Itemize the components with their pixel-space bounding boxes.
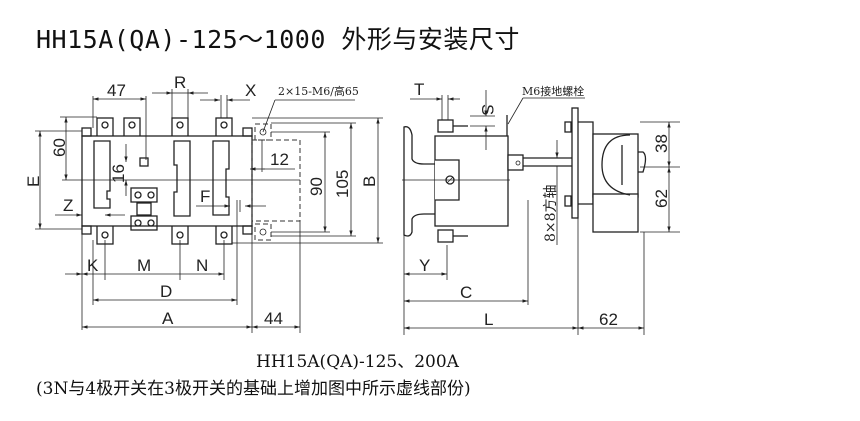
model-caption: HH15A(QA)-125、200A <box>256 352 459 372</box>
dim-N: N <box>196 256 208 275</box>
dim-C: C <box>460 283 472 302</box>
door-flange <box>571 107 579 219</box>
dim-47: 47 <box>107 81 126 100</box>
dim-38: 38 <box>652 134 671 153</box>
dim-44: 44 <box>264 309 283 328</box>
terminals-bottom <box>96 224 233 245</box>
dim-A: A <box>162 309 174 328</box>
dim-Y: Y <box>419 256 430 275</box>
dim-105: 105 <box>333 170 352 198</box>
dim-16: 16 <box>109 164 128 183</box>
handle-box <box>592 133 639 198</box>
dim-F: F <box>200 187 210 206</box>
pole-1 <box>93 140 111 209</box>
dim-62-horizontal: 62 <box>599 310 618 329</box>
dim-T: T <box>414 80 424 99</box>
ground-bolt-note: M6接地螺栓 <box>522 84 584 98</box>
dim-K: K <box>87 256 99 275</box>
base-plate <box>403 126 437 237</box>
dim-90: 90 <box>307 177 326 196</box>
mount-note: 2×15-M6/高65 <box>278 84 359 98</box>
dim-R: R <box>174 73 186 92</box>
drawing-title: HH15A(QA)-125～1000 外形与安装尺寸 <box>36 25 520 54</box>
dim-L: L <box>484 310 493 329</box>
dim-X: X <box>245 81 256 100</box>
dim-B: B <box>360 176 379 187</box>
dim-12: 12 <box>270 150 289 169</box>
dim-M: M <box>137 256 151 275</box>
front-view: 47 R X 2×15-M6/高65 60 E 16 12 90 105 B Z… <box>24 73 383 333</box>
dim-Z: Z <box>63 196 73 215</box>
pole-2 <box>173 140 191 217</box>
shaft-note: 8×8方轴 <box>543 184 559 242</box>
terminals-top <box>96 117 233 139</box>
pole-3 <box>212 140 230 216</box>
dim-60: 60 <box>50 138 69 157</box>
side-view: T S M6接地螺栓 8×8方轴 38 62 Y C L 62 <box>402 80 680 335</box>
dim-S: S <box>478 104 497 115</box>
dim-E: E <box>24 176 43 187</box>
dim-D: D <box>160 282 172 301</box>
note-caption: (3N与4极开关在3极开关的基础上增加图中所示虚线部份) <box>36 379 471 399</box>
dim-62-vertical: 62 <box>652 189 671 208</box>
